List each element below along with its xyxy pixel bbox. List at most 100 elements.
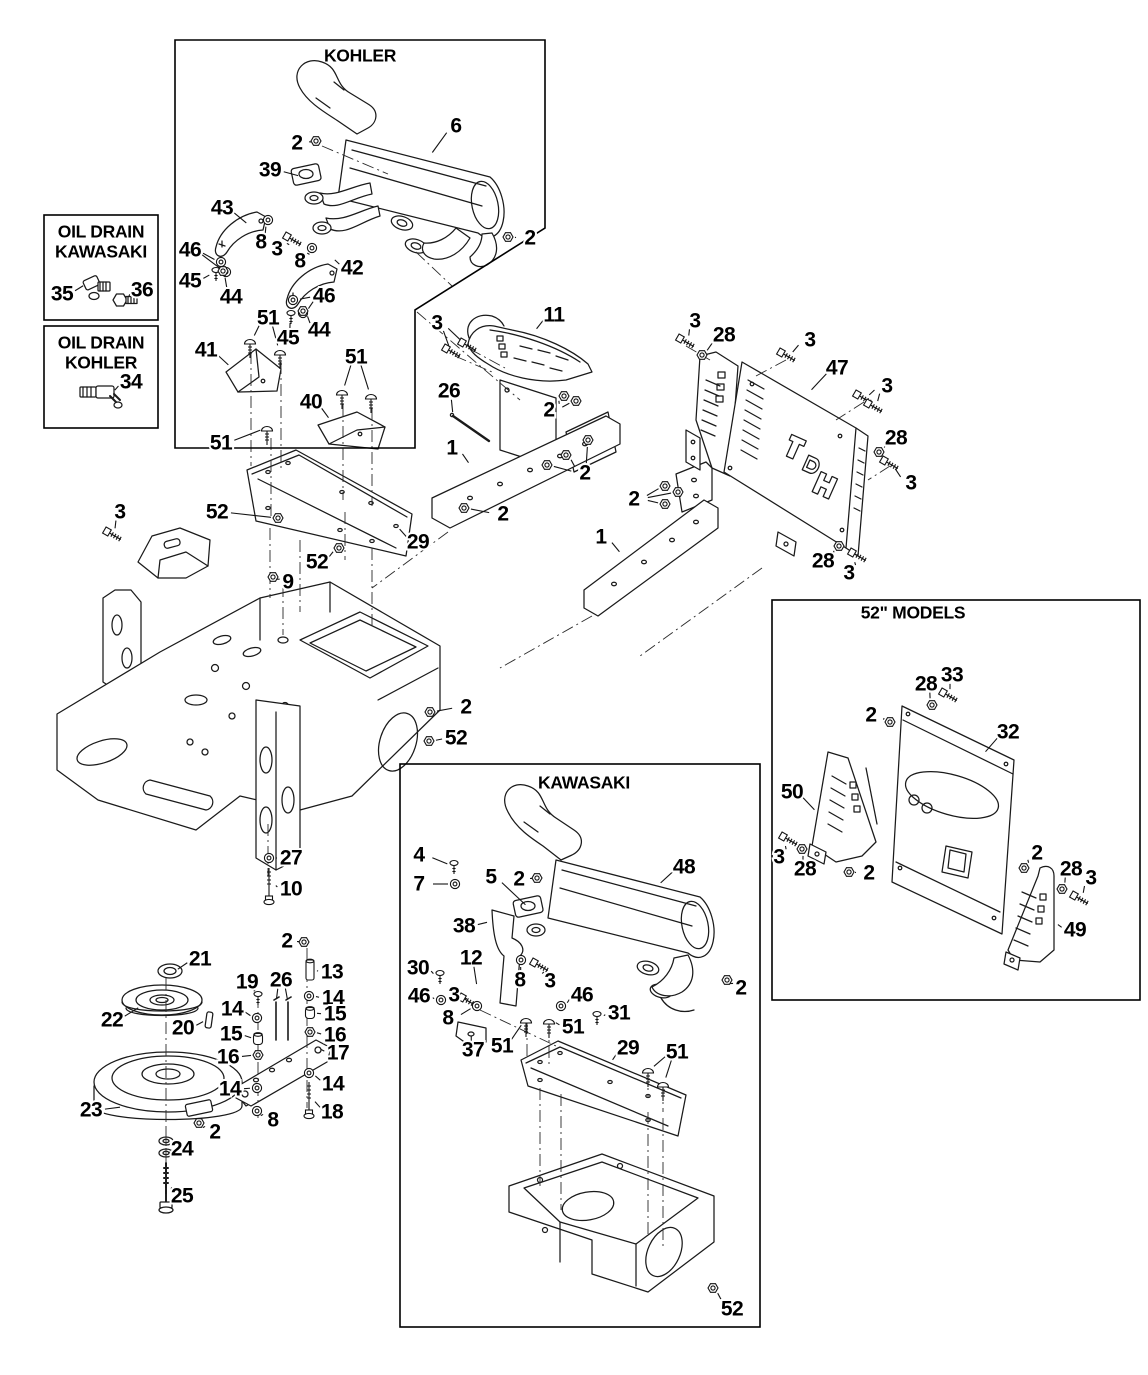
leader-line (877, 393, 881, 402)
washer-icon (263, 852, 275, 864)
nut-icon (707, 1283, 719, 1293)
nut-icon (843, 867, 855, 877)
nut-icon (560, 450, 572, 460)
callout-label-18: 18 (321, 1101, 344, 1124)
nut-icon (423, 736, 435, 746)
callout-label-16: 16 (324, 1024, 346, 1047)
leader-line (470, 508, 490, 514)
leader-line (868, 389, 875, 396)
callout-label-33: 33 (941, 664, 963, 687)
leader-line (882, 717, 885, 720)
washer-icon (303, 1067, 315, 1079)
oil-drain-kohler-box-title: KOHLER (65, 353, 138, 373)
leader-line (234, 429, 261, 441)
callout-label-8: 8 (255, 231, 267, 254)
kohler-bracket-drawings (214, 211, 338, 309)
callout-label-28: 28 (713, 324, 736, 347)
leader-line (217, 354, 229, 366)
callout-label-3: 3 (448, 984, 459, 1007)
panel-47-drawing (685, 351, 869, 557)
nut-icon (267, 572, 279, 582)
callout-label-51: 51 (666, 1041, 689, 1064)
kohler-box-outline (174, 39, 546, 449)
washer-icon (287, 294, 299, 306)
oil-drain-kawasaki-box-title: OIL DRAIN (58, 222, 144, 242)
nut-icon (659, 499, 671, 509)
mounting-bar-drawings (431, 411, 719, 617)
nut-icon (297, 306, 309, 316)
leader-line (114, 520, 117, 529)
models-52-box-title: 52" MODELS (861, 603, 966, 623)
callout-label-35: 35 (51, 283, 74, 306)
leader-line (284, 988, 288, 1000)
nut-icon (659, 481, 671, 491)
nut-icon (193, 1118, 205, 1128)
callout-label-26: 26 (438, 380, 460, 403)
washer-icon (215, 256, 227, 268)
callout-label-14: 14 (221, 998, 244, 1021)
callout-label-3: 3 (271, 238, 282, 261)
washer-icon (555, 1000, 567, 1012)
clutch-group-drawing (93, 963, 332, 1214)
callout-label-45: 45 (277, 327, 300, 350)
leader-line (283, 171, 299, 177)
nut-icon (531, 873, 543, 883)
models52-drawings (807, 705, 1055, 971)
callout-label-8: 8 (514, 969, 526, 992)
leader-line (511, 1024, 522, 1040)
callout-label-47: 47 (826, 357, 848, 380)
leader-line (201, 254, 221, 269)
callout-label-5: 5 (485, 866, 497, 889)
leader-line (462, 453, 469, 463)
leader-line (653, 1056, 666, 1067)
leader-line (665, 1060, 672, 1078)
nut-icon (873, 447, 885, 457)
leader-line (802, 797, 815, 811)
callout-label-15: 15 (324, 1003, 347, 1026)
nut-icon (558, 391, 570, 401)
nut-icon (304, 1027, 316, 1037)
callout-label-52: 52 (306, 551, 328, 574)
leader-line (275, 885, 278, 888)
leader-line (450, 399, 454, 413)
washer-icon (262, 214, 274, 226)
callout-label-2: 2 (291, 132, 302, 155)
leader-line (128, 294, 131, 298)
callout-label-28: 28 (794, 858, 817, 881)
callout-label-2: 2 (497, 503, 508, 526)
leader-line (233, 212, 247, 224)
nut-icon (333, 543, 345, 553)
callout-label-44: 44 (308, 319, 331, 342)
callout-label-3: 3 (773, 846, 784, 869)
leader-line (202, 252, 215, 260)
callout-label-27: 27 (280, 847, 302, 870)
leader-line (334, 259, 340, 265)
plate-29-upper-drawing (246, 449, 413, 557)
nut-icon (502, 232, 514, 242)
nut-icon (721, 975, 733, 985)
leader-line (230, 512, 272, 518)
nut-icon (570, 396, 582, 406)
nut-icon (272, 513, 284, 523)
callout-label-45: 45 (179, 270, 202, 293)
oil-drain-kawasaki-box-outline (43, 214, 159, 321)
bolt-v-icon (519, 1017, 533, 1038)
callout-label-26: 26 (270, 969, 292, 992)
callout-label-2: 2 (628, 488, 639, 511)
nut-icon (696, 350, 708, 360)
callout-label-51: 51 (210, 432, 233, 455)
nut-icon (217, 266, 229, 276)
heat-shield-11-drawing (467, 314, 593, 469)
bolt-v-icon (542, 1018, 556, 1039)
leader-line (536, 320, 544, 330)
callout-label-23: 23 (80, 1099, 102, 1122)
leader-line (717, 1292, 724, 1303)
leader-line (460, 1008, 471, 1016)
leader-line (320, 1048, 325, 1052)
main-frame-drawing (56, 527, 441, 871)
leader-line (570, 459, 576, 468)
bolt-icon (102, 526, 124, 544)
callout-label-3: 3 (804, 329, 815, 352)
leader-line (399, 528, 407, 538)
leader-line (883, 443, 886, 448)
